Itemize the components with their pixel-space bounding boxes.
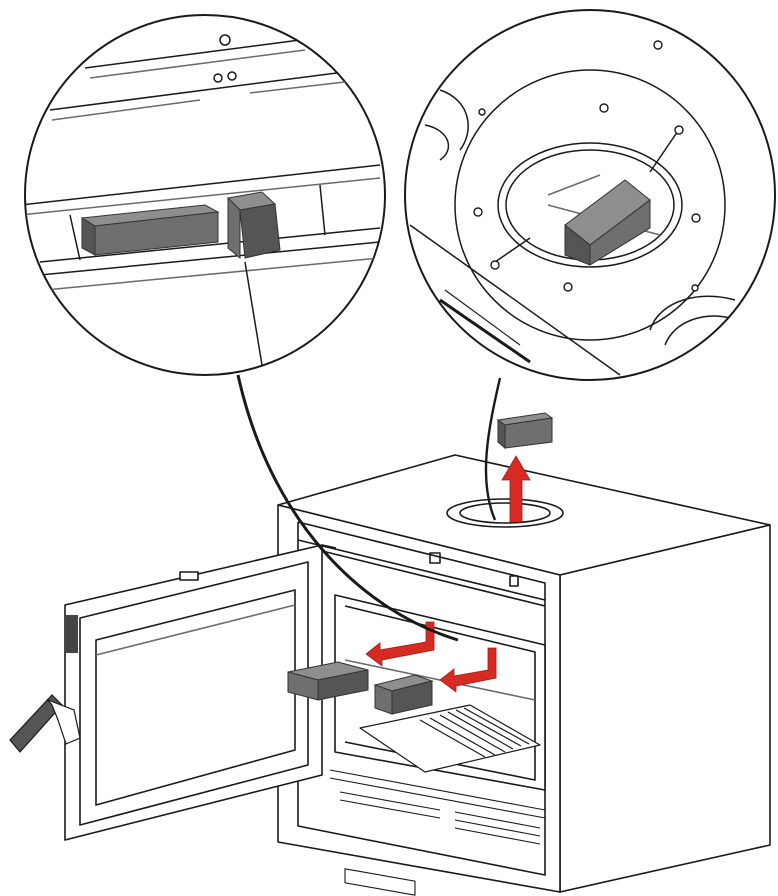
detail-left-brick <box>80 204 220 256</box>
firebrick-left <box>287 661 369 701</box>
corner-arc <box>664 315 731 346</box>
frame-line <box>297 539 546 601</box>
flue-collar-inner <box>497 142 683 268</box>
door-glass-line <box>95 604 296 656</box>
flue-collar-outer <box>454 69 726 341</box>
frame-top <box>25 164 381 206</box>
inner-line <box>547 174 601 196</box>
rail <box>49 69 361 111</box>
slot-edge <box>319 184 326 236</box>
detail-right <box>404 9 776 381</box>
door-handle <box>9 694 81 753</box>
frame-line <box>309 547 546 607</box>
stove-side-face <box>559 524 771 893</box>
vent-slot <box>444 289 521 346</box>
detail-right-block <box>564 179 651 266</box>
arrow-left-1 <box>365 621 435 667</box>
rail <box>249 79 363 94</box>
door-glass <box>95 589 296 806</box>
bottom-grille <box>329 769 546 896</box>
arrow-up <box>501 455 531 523</box>
door-vent <box>66 615 78 653</box>
frame-bottom <box>39 227 381 263</box>
crossbar <box>649 127 681 173</box>
frame-bottom <box>39 241 381 276</box>
base-line <box>409 224 621 376</box>
leader-line-left <box>236 374 459 642</box>
frame-bottom <box>44 257 381 291</box>
rail <box>89 49 306 79</box>
door-hinge <box>179 571 199 581</box>
screw <box>219 34 231 46</box>
detail-left <box>24 14 386 376</box>
corner-arc <box>439 89 469 151</box>
leader-line-right <box>484 377 502 521</box>
firebrick-right <box>373 674 434 715</box>
grate <box>359 704 541 773</box>
crossbar <box>494 237 531 263</box>
vent-slot <box>439 298 531 364</box>
frame-top <box>25 177 381 216</box>
support-line <box>244 261 263 366</box>
deflector-block-top <box>496 412 554 450</box>
screw <box>227 71 237 81</box>
hinge <box>429 552 441 564</box>
rail <box>51 99 201 121</box>
corner-arc <box>649 295 736 331</box>
door <box>64 544 337 841</box>
hinge <box>509 575 519 587</box>
stove-body <box>277 454 771 896</box>
collar-screws <box>473 40 701 292</box>
screw <box>213 73 223 83</box>
door-hinge-pin <box>321 544 337 549</box>
arrow-left-2 <box>439 647 497 693</box>
detail-left-block <box>226 191 281 260</box>
rail <box>84 39 301 69</box>
slot-edge <box>69 214 81 261</box>
corner-arc <box>424 124 450 161</box>
